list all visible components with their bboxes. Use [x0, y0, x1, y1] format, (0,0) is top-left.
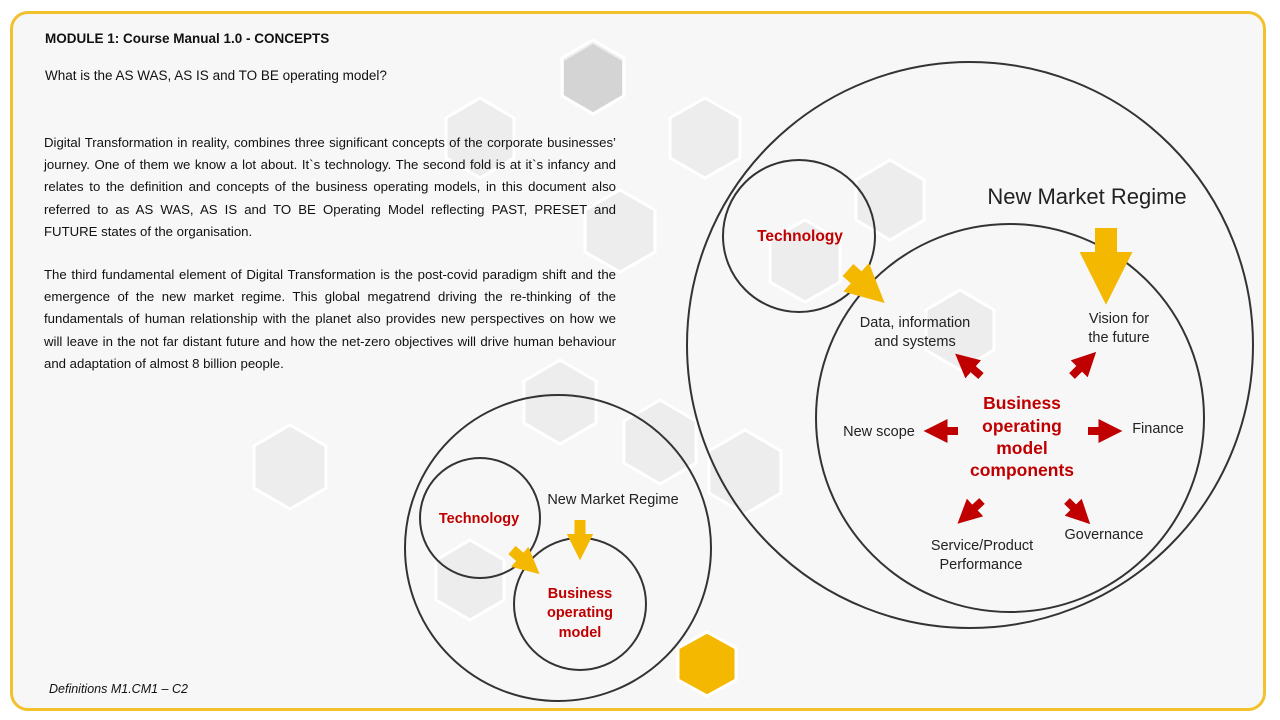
- hexagon-decoration: [707, 428, 783, 516]
- small-bom-label-line: Business: [548, 586, 612, 602]
- technology-arrow: [842, 263, 885, 303]
- hexagon-decoration: [768, 218, 842, 304]
- center-label-line: components: [970, 460, 1074, 480]
- hexagon-decoration-yellow: [676, 630, 738, 698]
- center-label-line: Business: [983, 393, 1061, 413]
- arrow-to-vision: [1069, 351, 1097, 379]
- large-market-circle: [686, 61, 1254, 629]
- small-bom-label-line: operating: [547, 605, 613, 621]
- small-market-label: New Market Regime: [547, 492, 678, 508]
- large-market-label: New Market Regime: [987, 184, 1186, 209]
- service-performance-label-line: Service/Product: [931, 538, 1033, 554]
- center-label-line: operating: [982, 416, 1062, 436]
- governance-label: Governance: [1065, 527, 1144, 543]
- finance-label: Finance: [1132, 421, 1184, 437]
- paragraph-2: The third fundamental element of Digital…: [44, 267, 616, 371]
- arrow-to-service: [957, 498, 985, 524]
- small-bom-label-line: model: [559, 625, 602, 641]
- small-diagram: Technology New Market Regime Business op…: [404, 394, 712, 702]
- large-bom-circle: [815, 223, 1205, 613]
- small-technology-label: Technology: [439, 511, 519, 527]
- hexagon-decoration: [522, 358, 598, 446]
- small-market-circle: [404, 394, 712, 702]
- vision-label-line: the future: [1088, 330, 1149, 346]
- new-scope-label: New scope: [843, 424, 915, 440]
- small-technology-circle: [419, 457, 541, 579]
- hexagon-decoration: [583, 188, 657, 274]
- service-performance-label-line: Performance: [939, 557, 1022, 573]
- footer-reference: Definitions M1.CM1 – C2: [49, 682, 188, 696]
- large-diagram: New Market Regime Technology Data, infor…: [686, 61, 1254, 629]
- arrow-to-governance: [1064, 498, 1091, 525]
- center-label-line: model: [996, 438, 1048, 458]
- large-technology-label: Technology: [757, 228, 843, 245]
- vision-label-line: Vision for: [1089, 311, 1149, 327]
- hexagon-decoration-dark: [564, 44, 622, 112]
- hexagon-decoration: [444, 96, 516, 180]
- small-technology-arrow: [508, 545, 540, 575]
- question-text: What is the AS WAS, AS IS and TO BE oper…: [45, 68, 387, 83]
- large-technology-circle: [722, 159, 876, 313]
- module-title: MODULE 1: Course Manual 1.0 - CONCEPTS: [45, 31, 330, 46]
- paragraph-1: Digital Transformation in reality, combi…: [44, 135, 616, 239]
- data-systems-label-line: Data, information: [860, 315, 970, 331]
- data-systems-label-line: and systems: [874, 334, 955, 350]
- slide-frame: [10, 11, 1266, 711]
- hexagon-decoration: [252, 423, 328, 511]
- arrow-to-data: [955, 353, 984, 380]
- small-bom-circle: [513, 537, 647, 671]
- hexagon-decoration: [668, 96, 742, 180]
